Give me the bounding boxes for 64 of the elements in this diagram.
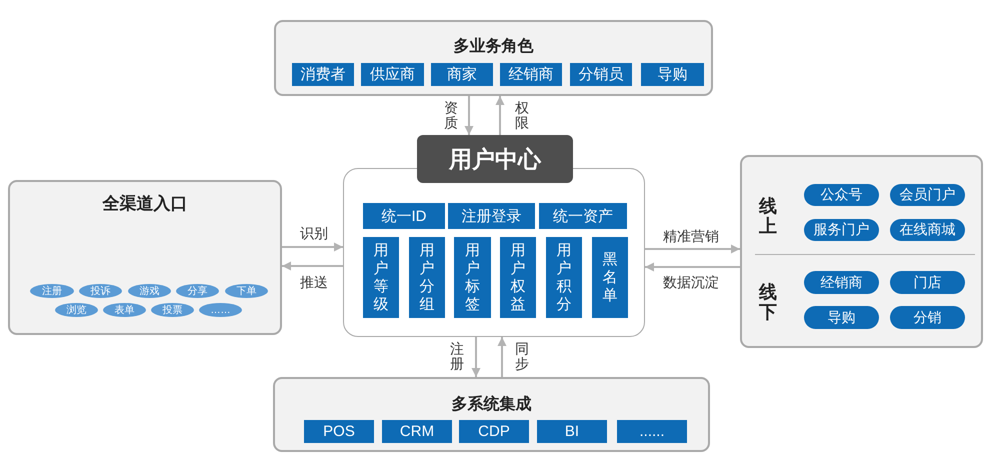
channel-ellipse: …… — [199, 303, 242, 317]
edge-label: 数据沉淀 — [662, 274, 720, 292]
channel-ellipse: 投诉 — [79, 284, 122, 298]
panel-title: 多系统集成 — [452, 394, 532, 415]
channel-ellipse: 注册 — [30, 284, 74, 298]
role-tag: 导购 — [641, 63, 704, 86]
edge-label: 同步 — [515, 340, 529, 374]
section-label: 线上 — [759, 197, 777, 237]
group-panel — [273, 377, 710, 452]
arrow — [464, 96, 474, 135]
module-block: 注册登录 — [448, 203, 535, 229]
role-tag: 消费者 — [292, 63, 354, 86]
edge-label: 注册 — [450, 340, 464, 374]
module-block: 统一ID — [363, 203, 445, 229]
arrow — [472, 337, 480, 377]
group-panel — [8, 180, 282, 335]
system-block: CRM — [382, 420, 452, 443]
module-block: 用户权益 — [500, 237, 536, 318]
edge-label: 精准营销 — [662, 228, 720, 246]
system-block: POS — [304, 420, 374, 443]
edge-label: 推送 — [299, 274, 329, 292]
system-block: CDP — [459, 420, 529, 443]
system-block: BI — [537, 420, 607, 443]
arrow — [282, 242, 343, 252]
touchpoint-pill: 在线商城 — [890, 219, 965, 241]
title-banner: 用户中心 — [417, 135, 573, 183]
module-block: 用户积分 — [546, 237, 582, 318]
edge-label: 识别 — [299, 225, 329, 243]
role-tag: 经销商 — [500, 63, 562, 86]
channel-ellipse: 游戏 — [128, 284, 171, 298]
arrow — [645, 244, 740, 254]
touchpoint-pill: 会员门户 — [890, 184, 965, 206]
touchpoint-pill: 分销 — [890, 306, 965, 329]
touchpoint-pill: 公众号 — [804, 184, 879, 206]
edge-label: 权限 — [515, 100, 529, 132]
panel-title: 多业务角色 — [454, 36, 534, 57]
role-tag: 供应商 — [361, 63, 424, 86]
panel-title: 全渠道入口 — [102, 193, 188, 215]
role-tag: 分销员 — [570, 63, 632, 86]
arrow — [498, 337, 506, 377]
module-block: 统一资产 — [539, 203, 627, 229]
channel-ellipse: 下单 — [225, 284, 268, 298]
edge-label: 资质 — [444, 100, 458, 132]
touchpoint-pill: 门店 — [890, 271, 965, 294]
arrow — [645, 262, 740, 272]
section-label: 线下 — [759, 283, 777, 323]
channel-ellipse: 分享 — [176, 284, 219, 298]
role-tag: 商家 — [431, 63, 493, 86]
channel-ellipse: 表单 — [103, 303, 146, 317]
arrow — [496, 96, 504, 135]
user-center-panel — [343, 135, 645, 337]
touchpoint-pill: 导购 — [804, 306, 879, 329]
touchpoint-pill: 经销商 — [804, 271, 879, 294]
module-block: 用户标签 — [454, 237, 491, 318]
module-block: 用户分组 — [409, 237, 445, 318]
touchpoint-pill: 服务门户 — [804, 219, 879, 241]
channel-ellipse: 投票 — [151, 303, 194, 317]
channel-ellipse: 浏览 — [55, 303, 98, 317]
module-block: 用户等级 — [363, 237, 399, 318]
arrow — [282, 262, 343, 270]
system-block: ...... — [617, 420, 687, 443]
group-panel — [274, 20, 713, 96]
channel-panel — [740, 155, 983, 348]
module-block: 黑名单 — [592, 237, 628, 318]
